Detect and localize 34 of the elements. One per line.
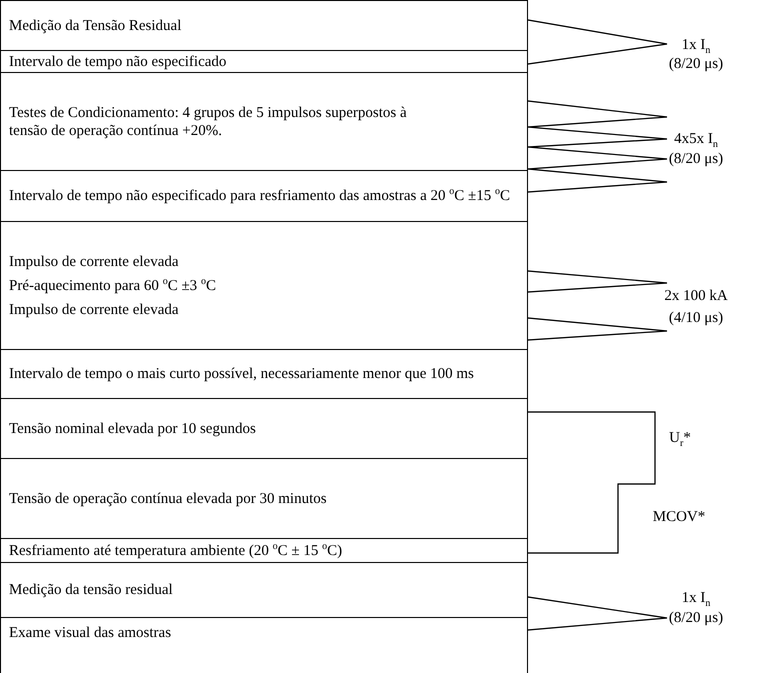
step-box [0, 617, 528, 673]
waveform-label: (8/20 μs) [668, 609, 724, 627]
voltage-label: U$_{r}$* [669, 429, 691, 447]
step-text: Impulso de corrente elevada [9, 300, 180, 320]
step-box [0, 72, 528, 171]
waveform-label: (8/20 μs) [668, 55, 724, 73]
step-text: Tensão de operação contínua elevada por 30 minutos [9, 490, 328, 508]
step-text: Exame visual das amostras [9, 624, 172, 642]
step-text: Intervalo de tempo não especificado [9, 52, 228, 70]
step-text: Medição da Tensão Residual [9, 16, 182, 34]
step-text: Resfriamento até temperatura ambiente (20 $^{o}$C ± 15 $^{o}$C) [9, 542, 344, 560]
voltage-label: MCOV* [652, 508, 706, 526]
step-box [0, 221, 528, 350]
waveform-label: 2x 100 kA [664, 287, 728, 305]
step-box [0, 170, 528, 222]
step-box [0, 458, 528, 539]
step-box [0, 562, 528, 618]
step-text: Intervalo de tempo não especificado para resfriamento das amostras a 20 $^{o}$C ±15 $^{o}$C [9, 187, 512, 205]
waveform-label: 1x I$_{n}$ [682, 589, 710, 607]
waveform-label: 4x5x I$_{n}$ [674, 130, 718, 148]
step-box [0, 398, 528, 459]
step-text: Medição da tensão residual [9, 581, 174, 599]
waveform-label: 1x I$_{n}$ [682, 36, 710, 54]
step-text: Impulso de corrente elevada [9, 252, 180, 272]
waveform-label: (8/20 μs) [668, 150, 724, 168]
step-text: Pré-aquecimento para 60 $^{o}$C ±3 $^{o}$C [9, 274, 217, 296]
step-box [0, 0, 528, 51]
step-text: Intervalo de tempo o mais curto possível, necessariamente menor que 100 ms [9, 365, 475, 383]
step-text: Testes de Condicionamento: 4 grupos de 5 impulsos superpostos à tensão de operação contínua +20%. [9, 104, 408, 140]
step-box [0, 538, 528, 563]
step-box [0, 349, 528, 399]
step-text: Tensão nominal elevada por 10 segundos [9, 420, 257, 438]
waveform-label: (4/10 μs) [668, 309, 724, 327]
step-box [0, 50, 528, 73]
